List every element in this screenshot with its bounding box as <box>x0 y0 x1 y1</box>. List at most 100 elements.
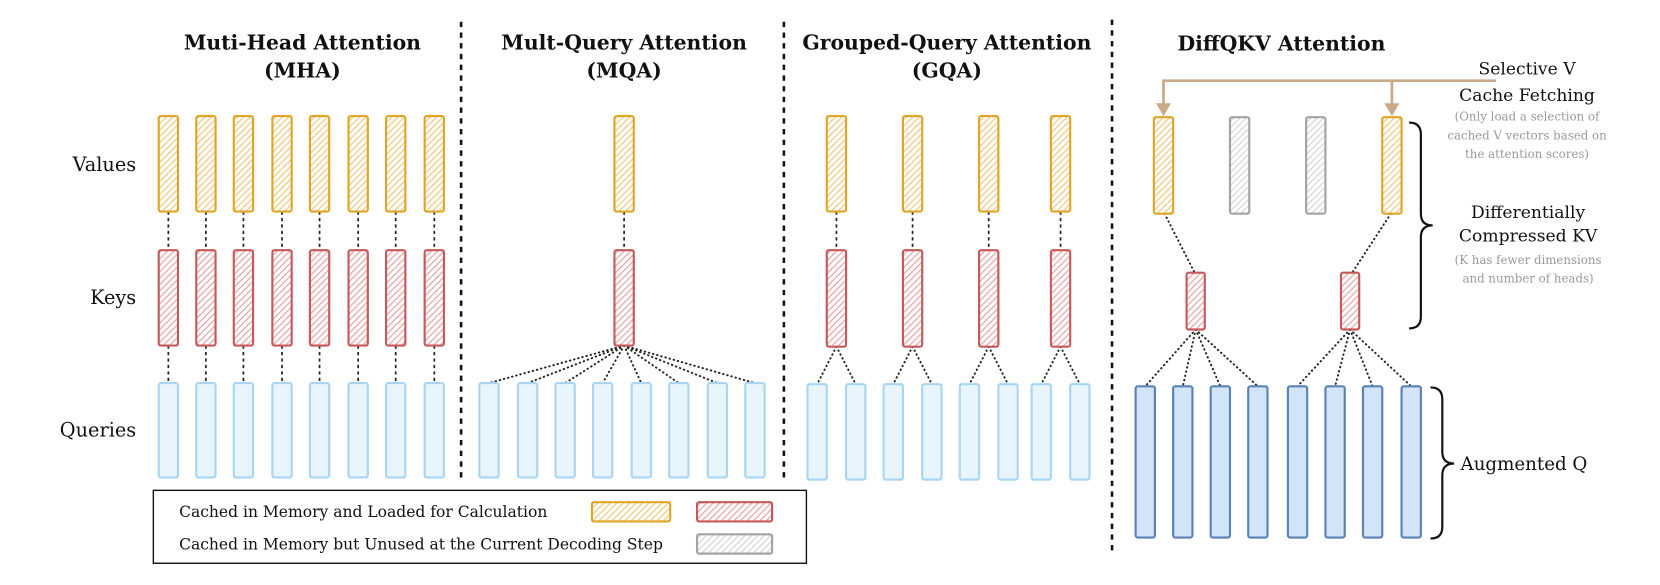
key-query-connector <box>816 345 838 386</box>
legend-loaded-label: Cached in Memory and Loaded for Calculat… <box>179 503 547 521</box>
key-head <box>613 249 635 347</box>
query-head <box>997 383 1019 481</box>
legend-unused-label: Cached in Memory but Unused at the Curre… <box>179 535 663 553</box>
key-head <box>423 249 446 347</box>
key-query-connector <box>1296 328 1352 388</box>
key-query-connector <box>892 345 914 386</box>
query-head <box>630 382 652 479</box>
diffqkv-title: DiffQKV Attention <box>1177 32 1385 56</box>
compressed-kv-note: and number of heads) <box>1463 271 1594 285</box>
key-head <box>1049 249 1072 348</box>
key-query-connector <box>1194 328 1222 388</box>
fetch-arrowhead <box>1384 103 1400 117</box>
kv-brace <box>1409 121 1433 330</box>
value-head <box>1381 116 1403 215</box>
key-query-connector <box>623 344 756 385</box>
key-head <box>825 249 848 348</box>
cache-fetching-label: Cache Fetching <box>1459 86 1595 106</box>
key-head <box>384 249 407 347</box>
key-query-connector <box>911 345 933 386</box>
attention-heads <box>157 115 1422 539</box>
key-head <box>1185 271 1206 331</box>
gqa-subtitle: (GQA) <box>912 58 982 82</box>
legend-unused-swatch <box>695 533 774 555</box>
fetch-arrow-line <box>1162 79 1496 106</box>
key-query-connector <box>987 345 1009 386</box>
value-head <box>157 115 180 213</box>
value-head <box>825 115 848 213</box>
unused-value-head <box>1228 116 1251 215</box>
row-label-values: Values <box>72 153 137 176</box>
key-query-connector <box>623 344 643 385</box>
value-head <box>901 115 924 213</box>
query-head <box>1030 383 1052 481</box>
mqa-title: Mult-Query Attention <box>501 31 747 55</box>
value-head <box>308 115 331 213</box>
augmented-query-head <box>1324 385 1346 539</box>
key-head <box>977 249 1000 348</box>
query-head <box>347 382 369 479</box>
query-head <box>744 382 766 479</box>
legend-key-swatch <box>695 501 774 523</box>
query-head <box>882 383 904 481</box>
key-head <box>157 249 180 347</box>
legend-value-swatch <box>590 501 672 523</box>
value-head <box>232 115 255 213</box>
query-head <box>384 382 407 479</box>
compressed-kv-label: Compressed KV <box>1459 227 1598 247</box>
augmented-query-head <box>1361 385 1384 539</box>
augmented-query-head <box>1400 385 1422 539</box>
value-head <box>977 115 1000 213</box>
augmented-query-head <box>1247 385 1269 539</box>
value-head <box>1049 115 1072 213</box>
query-head <box>423 382 446 479</box>
selective-v-note: the attention scores) <box>1465 147 1589 161</box>
value-head <box>271 115 293 213</box>
key-head <box>901 249 924 348</box>
query-head <box>271 382 293 479</box>
key-query-connector <box>1144 328 1197 388</box>
augmented-query-head <box>1286 385 1309 539</box>
key-query-connector <box>623 344 719 385</box>
augmented-q-label: Augmented Q <box>1460 454 1588 475</box>
key-query-connector <box>601 344 626 385</box>
query-head <box>516 382 539 479</box>
selective-v-label: Selective V <box>1478 59 1576 79</box>
row-label-keys: Keys <box>90 286 136 309</box>
query-head <box>195 382 217 479</box>
key-query-connector <box>526 344 626 385</box>
value-head <box>195 115 217 213</box>
query-head <box>668 382 690 479</box>
mha-title: Muti-Head Attention <box>184 31 421 55</box>
value-head <box>384 115 407 213</box>
differentially-label: Differentially <box>1471 203 1585 223</box>
mqa-subtitle: (MQA) <box>586 58 661 82</box>
connectors <box>167 211 1413 388</box>
fetch-arrowhead <box>1155 103 1172 117</box>
key-query-connector <box>1334 328 1352 388</box>
query-head <box>308 382 331 479</box>
augmented-query-head <box>1134 385 1156 539</box>
unused-value-head <box>1305 116 1327 215</box>
query-head <box>591 382 614 479</box>
query-head <box>554 382 576 479</box>
key-head <box>271 249 293 347</box>
key-query-connector <box>1040 345 1062 386</box>
selective-fetch-arrow <box>1155 79 1496 117</box>
key-query-connector <box>1349 328 1374 388</box>
value-key-connector <box>1351 212 1392 274</box>
value-head <box>347 115 369 213</box>
query-head <box>958 383 981 481</box>
query-head <box>845 383 867 481</box>
row-label-queries: Queries <box>60 419 136 442</box>
key-head <box>347 249 369 347</box>
key-query-connector <box>968 345 990 386</box>
key-head <box>232 249 255 347</box>
query-head <box>706 382 729 479</box>
value-head <box>423 115 446 213</box>
key-query-connector <box>1059 345 1081 386</box>
value-key-connector <box>1163 212 1196 274</box>
key-query-connector <box>835 345 857 386</box>
augmented-q-brace <box>1430 386 1455 540</box>
